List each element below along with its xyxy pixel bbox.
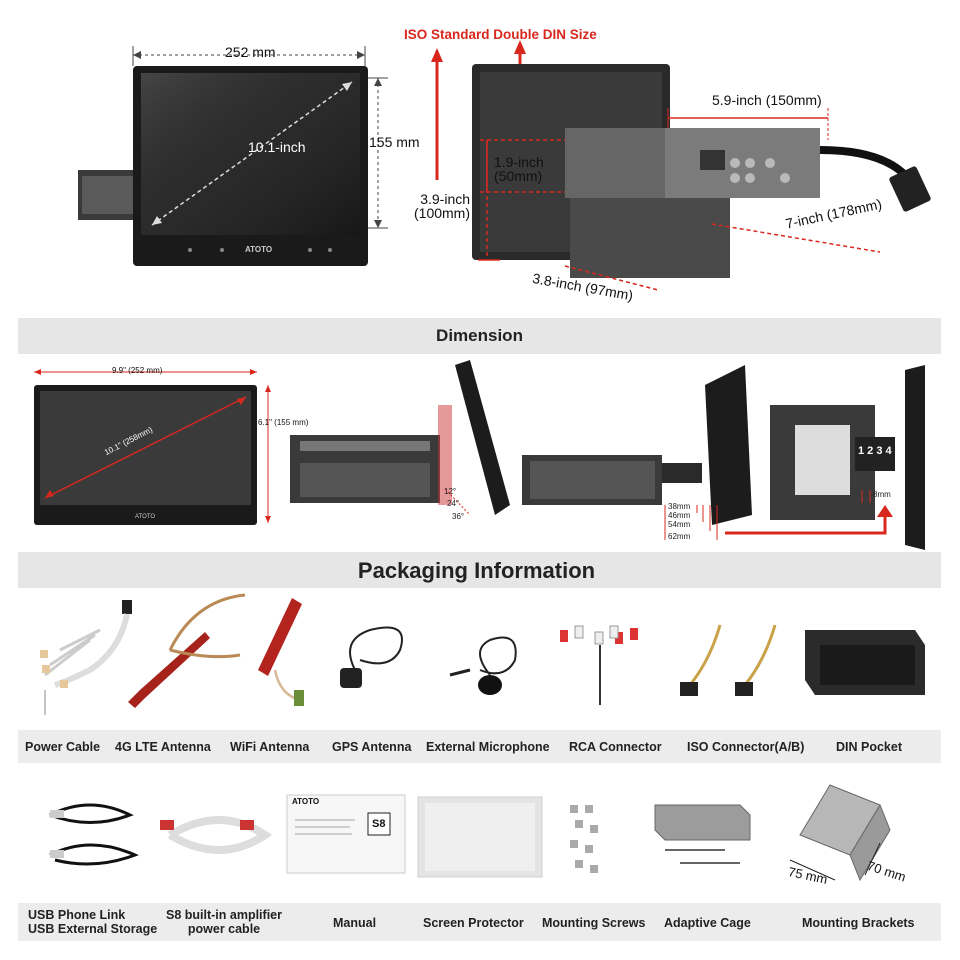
iso-standard-title: ISO Standard Double DIN Size	[404, 27, 597, 42]
depth-label: 5.9-inch (150mm)	[712, 92, 822, 108]
manual-icon	[286, 794, 406, 874]
mounting-screws-icon	[570, 805, 598, 873]
packaging-title: Packaging Information	[357, 558, 596, 583]
packaging-row1-labels: Power Cable 4G LTE Antenna WiFi Antenna …	[18, 730, 941, 763]
wifi-antenna-icon	[258, 598, 304, 706]
external-microphone-icon	[449, 636, 517, 695]
dimension-band: Dimension	[18, 318, 941, 354]
din-height-label: 1.9-inch (50mm)	[494, 154, 544, 184]
din-pocket-icon	[805, 630, 925, 695]
manual-brand: ATOTO	[292, 797, 320, 806]
label-iso-connector: ISO Connector(A/B)	[687, 740, 805, 754]
top-height-label: 155 mm	[369, 134, 420, 150]
dim-brand: ATOTO	[135, 514, 156, 520]
top-width-label: 252 mm	[225, 44, 276, 60]
position-numbers: 1 2 3 4	[858, 445, 892, 457]
label-adaptive-cage: Adaptive Cage	[664, 916, 751, 930]
angle-24: 24°	[447, 499, 460, 508]
label-external-microphone: External Microphone	[426, 740, 550, 754]
offset-54: 54mm	[668, 520, 691, 529]
usb-cable-icon	[49, 803, 139, 866]
mounting-brackets-icon	[789, 784, 891, 882]
top-diagonal-label: 10.1-inch	[248, 139, 306, 155]
label-usb: USB Phone Link USB External Storage	[28, 908, 158, 936]
rca-connector-icon	[560, 625, 638, 705]
packaging-row1-icons	[40, 593, 925, 715]
panel-height-label: 3.9-inch (100mm)	[414, 191, 471, 221]
label-din-pocket: DIN Pocket	[836, 740, 902, 754]
angle-12: 12°	[444, 487, 457, 496]
label-wifi-antenna: WiFi Antenna	[230, 740, 310, 754]
offset-38: 38mm	[668, 502, 691, 511]
label-gps-antenna: GPS Antenna	[332, 740, 412, 754]
amplifier-cable-icon	[160, 816, 273, 854]
offset-46: 46mm	[668, 511, 691, 520]
packaging-row2-icons	[49, 784, 891, 882]
manual-badge: S8	[372, 818, 386, 830]
label-screen-protector: Screen Protector	[423, 916, 524, 930]
iso-connector-icon	[680, 624, 777, 696]
dimension-illustration	[34, 360, 925, 550]
label-power-cable: Power Cable	[25, 740, 101, 754]
label-rca-connector: RCA Connector	[569, 740, 662, 754]
top-brand-label: ATOTO	[245, 245, 273, 254]
offset-8mm: 8mm	[873, 490, 891, 499]
dimension-title: Dimension	[436, 326, 523, 345]
dim-width-label: 9.9" (252 mm)	[112, 366, 163, 375]
screen-protector-icon	[417, 796, 543, 878]
label-manual: Manual	[333, 916, 377, 930]
gps-antenna-icon	[340, 626, 403, 688]
label-mounting-screws: Mounting Screws	[542, 916, 646, 930]
offset-62: 62mm	[668, 532, 691, 541]
packaging-row2-labels: USB Phone Link USB External Storage S8 b…	[18, 903, 941, 941]
packaging-band: Packaging Information	[18, 552, 941, 588]
adaptive-cage-icon	[654, 804, 751, 864]
radio-front-illustration	[78, 40, 931, 291]
lte-antenna-icon	[128, 593, 246, 708]
label-lte-antenna: 4G LTE Antenna	[115, 740, 211, 754]
angle-36: 36°	[452, 512, 465, 521]
dim-height-label: 6.1" (155 mm)	[258, 418, 309, 427]
label-mounting-brackets: Mounting Brackets	[802, 916, 915, 930]
power-cable-icon	[40, 600, 132, 715]
label-amplifier-cable: S8 built-in amplifier power cable	[166, 908, 282, 936]
